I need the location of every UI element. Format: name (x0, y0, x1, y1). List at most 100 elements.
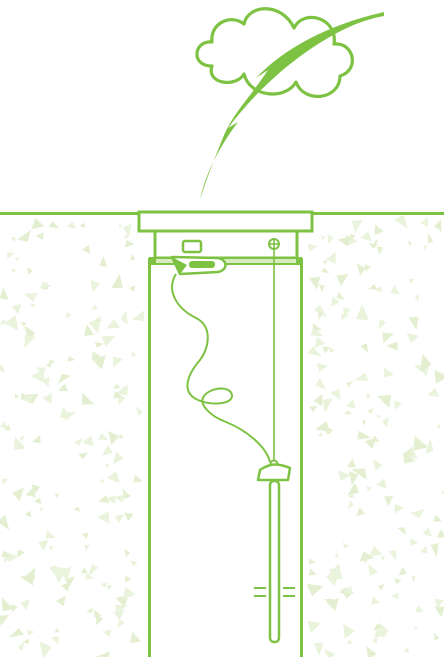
soil-fleck (330, 389, 341, 401)
soil-fleck (325, 576, 339, 586)
soil-fleck (390, 592, 399, 600)
soil-fleck (108, 430, 120, 446)
sensor-cable (171, 273, 271, 463)
soil-fleck (371, 636, 378, 644)
soil-fleck (26, 629, 35, 636)
soil-fleck (27, 267, 34, 275)
soil-fleck (116, 384, 128, 396)
soil-fleck (90, 279, 101, 292)
soil-fleck (31, 435, 41, 444)
soil-fleck (427, 232, 434, 244)
soil-fleck (88, 563, 99, 576)
soil-fleck (321, 235, 326, 241)
soil-fleck (94, 342, 104, 348)
soil-fleck (329, 567, 337, 576)
soil-fleck (323, 260, 329, 265)
soil-fleck (0, 287, 9, 300)
soil-fleck (17, 229, 31, 242)
soil-fleck (61, 581, 71, 592)
soil-fleck (408, 278, 414, 284)
soil-fleck (39, 641, 52, 657)
soil-fleck (336, 274, 349, 286)
soil-fleck (101, 336, 115, 347)
soil-fleck (398, 566, 407, 576)
soil-fleck (433, 219, 442, 232)
soil-fleck (74, 438, 84, 446)
soil-fleck (0, 421, 9, 430)
soil-fleck (386, 341, 398, 351)
soil-fleck (314, 421, 330, 433)
soil-fleck (368, 284, 377, 290)
soil-fleck (341, 313, 350, 321)
soil-fleck (314, 304, 327, 318)
soil-fleck (327, 597, 339, 611)
soil-fleck (419, 353, 432, 373)
soil-fleck (382, 332, 394, 344)
soil-fleck (366, 485, 372, 492)
soil-fleck (354, 372, 369, 381)
soil-fleck (19, 574, 34, 586)
soil-fleck (97, 433, 109, 441)
soil-fleck (324, 649, 335, 657)
soil-fleck (307, 346, 322, 357)
soil-fleck (414, 294, 420, 301)
soil-fleck (394, 400, 402, 410)
soil-fleck (113, 383, 121, 389)
soil-fleck (326, 427, 331, 435)
soil-fleck (374, 286, 382, 293)
soil-fleck (422, 527, 433, 537)
soil-fleck (327, 234, 334, 244)
soil-fleck (113, 451, 124, 465)
soil-fleck (329, 347, 335, 353)
soil-fleck (307, 620, 321, 634)
soil-fleck (113, 356, 124, 368)
lightning-bolt-icon (200, 12, 384, 200)
soil-fleck (374, 240, 379, 245)
soil-fleck (345, 380, 354, 388)
soil-fleck (377, 394, 391, 408)
soil-fleck (123, 233, 129, 240)
soil-fleck (434, 369, 444, 384)
soil-fleck (104, 463, 110, 469)
soil-fleck (343, 623, 355, 639)
soil-fleck (436, 423, 442, 430)
soil-fleck (326, 252, 336, 265)
transmitter-device (170, 239, 227, 276)
soil-fleck (433, 514, 442, 522)
soil-fleck (82, 532, 89, 539)
soil-fleck (82, 435, 94, 446)
soil-fleck (430, 543, 439, 557)
soil-fleck (115, 605, 128, 615)
soil-fleck (11, 304, 22, 314)
soil-fleck (425, 439, 434, 454)
soil-fleck (406, 332, 419, 344)
soil-fleck (7, 252, 15, 260)
soil-fleck (10, 237, 16, 243)
soil-fleck (106, 471, 120, 484)
soil-fleck (388, 549, 397, 561)
soil-fleck (314, 336, 325, 349)
soil-fleck (359, 551, 375, 562)
soil-fleck (409, 538, 419, 547)
soil-fleck (434, 632, 440, 641)
soil-fleck (125, 575, 132, 583)
soil-fleck (336, 292, 345, 300)
soil-fleck (344, 410, 353, 415)
soil-fleck (397, 527, 406, 535)
soil-fleck (21, 638, 30, 644)
soil-fleck (1, 597, 14, 612)
soil-fleck (390, 285, 400, 295)
float-switch (256, 238, 292, 644)
soil-fleck (316, 363, 328, 372)
soil-fleck (59, 566, 71, 582)
soil-fleck (0, 514, 10, 531)
soil-fleck (39, 507, 44, 512)
soil-fleck (24, 335, 36, 348)
soil-fleck (0, 318, 8, 325)
soil-fleck (12, 487, 24, 502)
soil-fleck (111, 273, 123, 289)
soil-fleck (313, 394, 323, 407)
soil-fleck (81, 567, 88, 574)
soil-fleck (310, 327, 324, 337)
soil-fleck (131, 351, 136, 357)
